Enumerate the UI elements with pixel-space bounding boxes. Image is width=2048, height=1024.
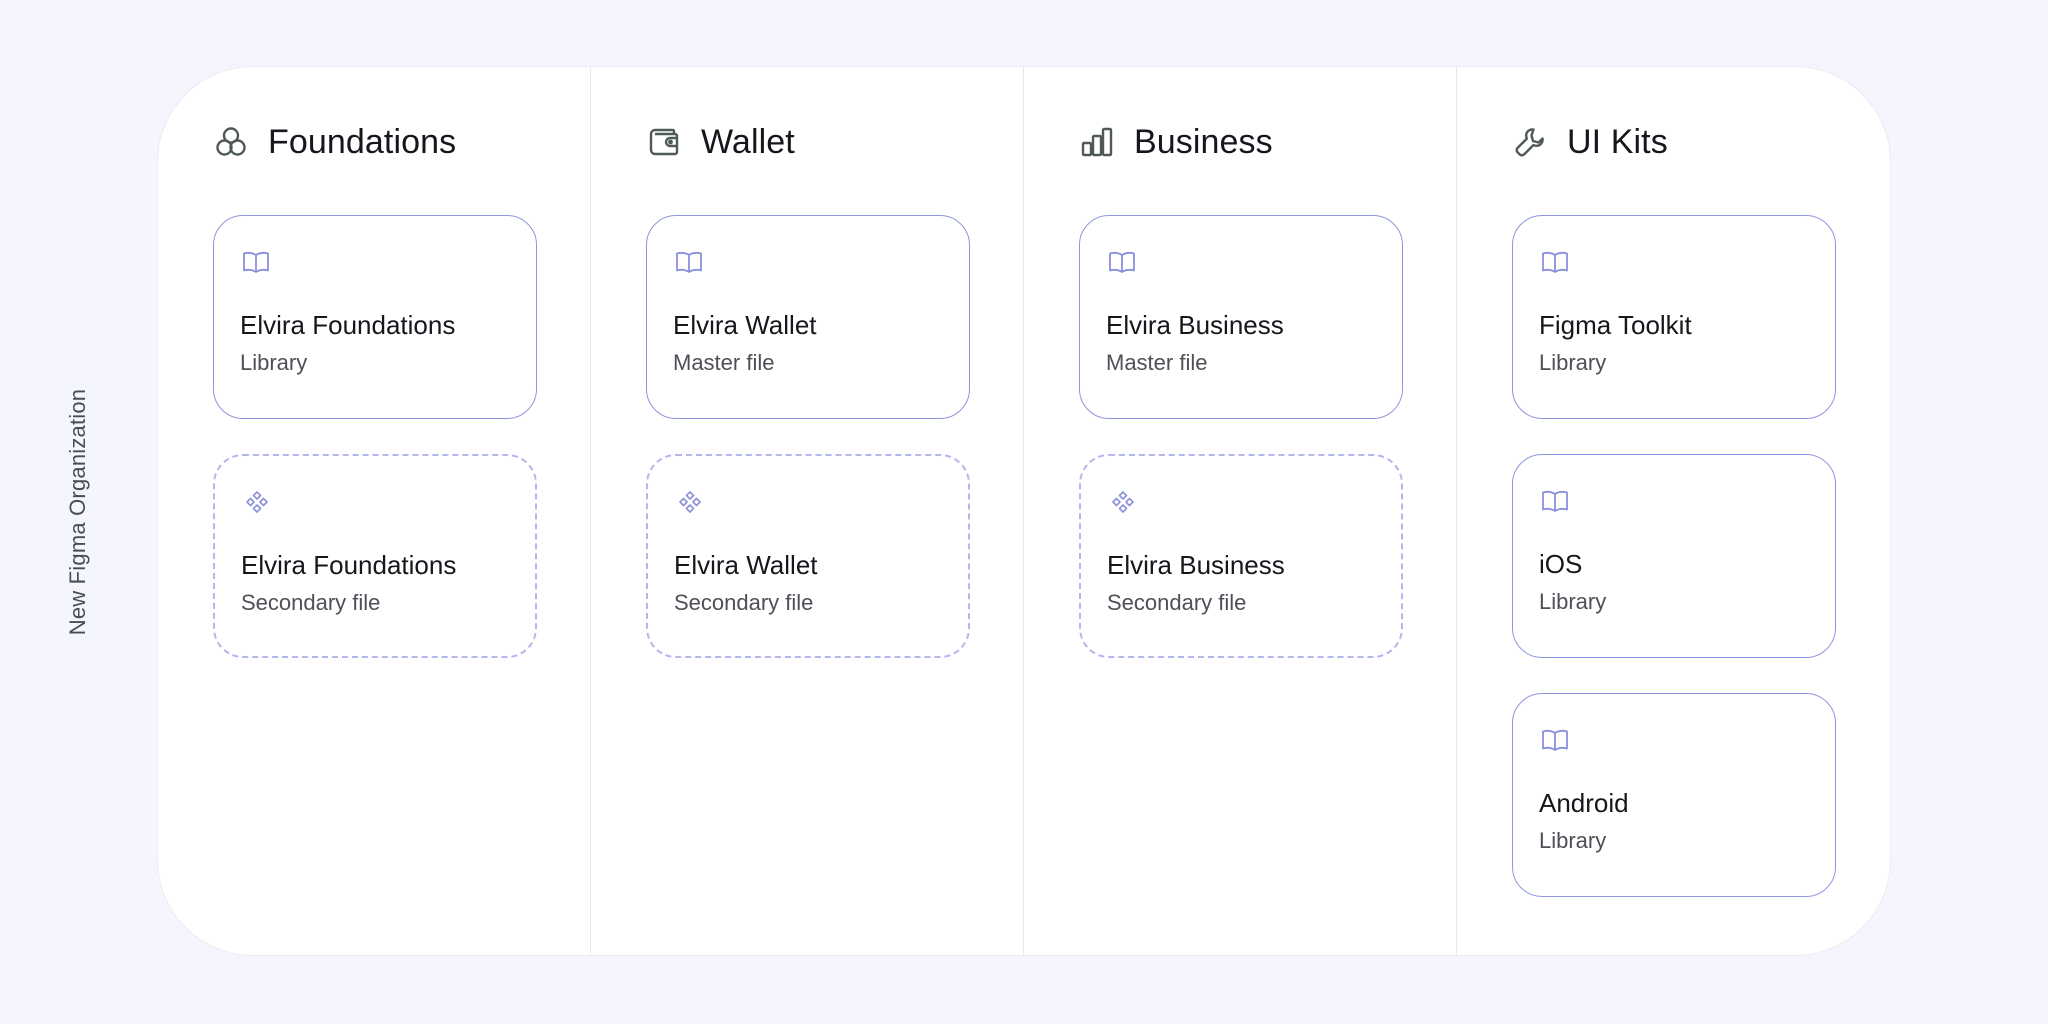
column-business: Business Elvira Business Master file bbox=[1024, 67, 1457, 955]
card-title: Android bbox=[1539, 788, 1629, 818]
components-icon bbox=[241, 486, 273, 518]
file-card[interactable]: Elvira Wallet Master file bbox=[646, 215, 970, 419]
file-card[interactable]: Figma Toolkit Library bbox=[1512, 215, 1836, 419]
file-card[interactable]: Android Library bbox=[1512, 693, 1836, 897]
column-header: Wallet bbox=[646, 121, 1023, 163]
card-subtitle: Library bbox=[1539, 589, 1607, 614]
column-title: Foundations bbox=[268, 122, 457, 161]
card-subtitle: Library bbox=[1539, 350, 1607, 375]
card-subtitle: Library bbox=[240, 350, 308, 375]
card-title: Elvira Foundations bbox=[240, 310, 456, 340]
card-subtitle: Master file bbox=[1106, 350, 1208, 375]
wallet-icon bbox=[646, 124, 682, 160]
card-subtitle: Secondary file bbox=[1107, 590, 1247, 615]
file-card[interactable]: Elvira Business Secondary file bbox=[1079, 454, 1403, 658]
file-card[interactable]: Elvira Business Master file bbox=[1079, 215, 1403, 419]
bar-chart-icon bbox=[1079, 124, 1115, 160]
components-icon bbox=[674, 486, 706, 518]
book-icon bbox=[1106, 246, 1138, 278]
card-title: Elvira Business bbox=[1107, 550, 1285, 580]
card-subtitle: Master file bbox=[673, 350, 775, 375]
book-icon bbox=[673, 246, 705, 278]
card-subtitle: Secondary file bbox=[674, 590, 814, 615]
column-title: Wallet bbox=[701, 122, 795, 161]
column-foundations: Foundations Elvira Foundations Library bbox=[158, 67, 591, 955]
organization-board: Foundations Elvira Foundations Library bbox=[157, 66, 1891, 956]
file-card[interactable]: Elvira Foundations Library bbox=[213, 215, 537, 419]
organization-label: New Figma Organization bbox=[65, 388, 90, 636]
column-title: Business bbox=[1134, 122, 1273, 161]
column-wallet: Wallet Elvira Wallet Master file bbox=[591, 67, 1024, 955]
card-title: Figma Toolkit bbox=[1539, 310, 1692, 340]
column-title: UI Kits bbox=[1567, 122, 1668, 161]
card-subtitle: Secondary file bbox=[241, 590, 381, 615]
components-icon bbox=[1107, 486, 1139, 518]
column-header: Foundations bbox=[213, 121, 590, 163]
column-ui-kits: UI Kits Figma Toolkit Library iOS Librar… bbox=[1457, 67, 1890, 955]
card-subtitle: Library bbox=[1539, 828, 1607, 853]
card-title: Elvira Wallet bbox=[674, 550, 818, 580]
book-icon bbox=[240, 246, 272, 278]
card-title: Elvira Wallet bbox=[673, 310, 817, 340]
circles-icon bbox=[213, 124, 249, 160]
card-title: Elvira Business bbox=[1106, 310, 1284, 340]
book-icon bbox=[1539, 246, 1571, 278]
file-card[interactable]: Elvira Foundations Secondary file bbox=[213, 454, 537, 658]
wrench-icon bbox=[1512, 124, 1548, 160]
book-icon bbox=[1539, 485, 1571, 517]
column-header: Business bbox=[1079, 121, 1456, 163]
column-header: UI Kits bbox=[1512, 121, 1890, 163]
file-card[interactable]: iOS Library bbox=[1512, 454, 1836, 658]
card-title: Elvira Foundations bbox=[241, 550, 457, 580]
book-icon bbox=[1539, 724, 1571, 756]
file-card[interactable]: Elvira Wallet Secondary file bbox=[646, 454, 970, 658]
card-title: iOS bbox=[1539, 549, 1583, 579]
